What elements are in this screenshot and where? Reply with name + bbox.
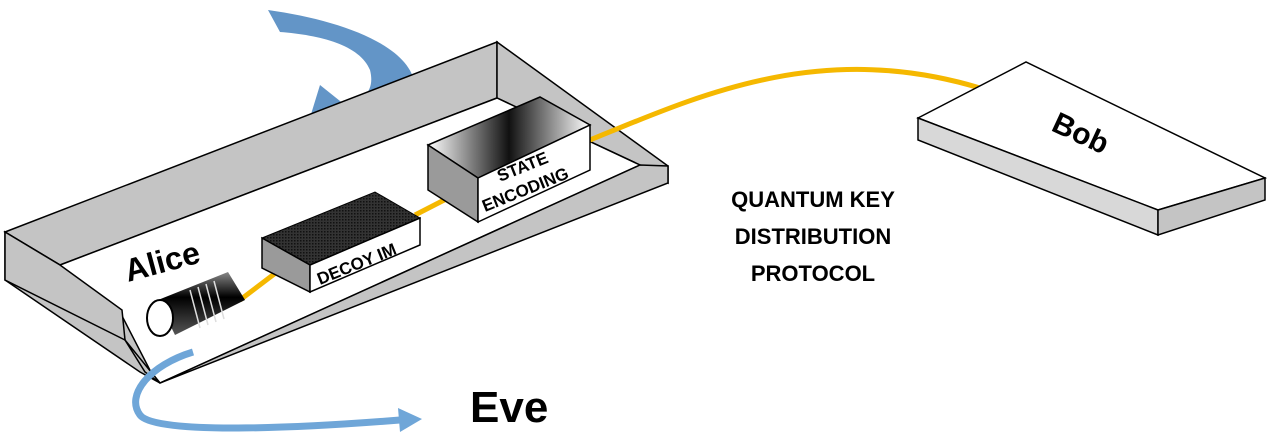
eve-arrow [132,348,422,432]
protocol-line2: DISTRIBUTION [735,224,891,249]
protocol-line1: QUANTUM KEY [731,187,895,212]
bob-device: Bob [916,61,1268,237]
laser-source-icon [146,272,245,337]
eve-label: Eve [470,383,548,432]
protocol-label: QUANTUM KEY DISTRIBUTION PROTOCOL [731,187,895,286]
protocol-line3: PROTOCOL [751,261,875,286]
